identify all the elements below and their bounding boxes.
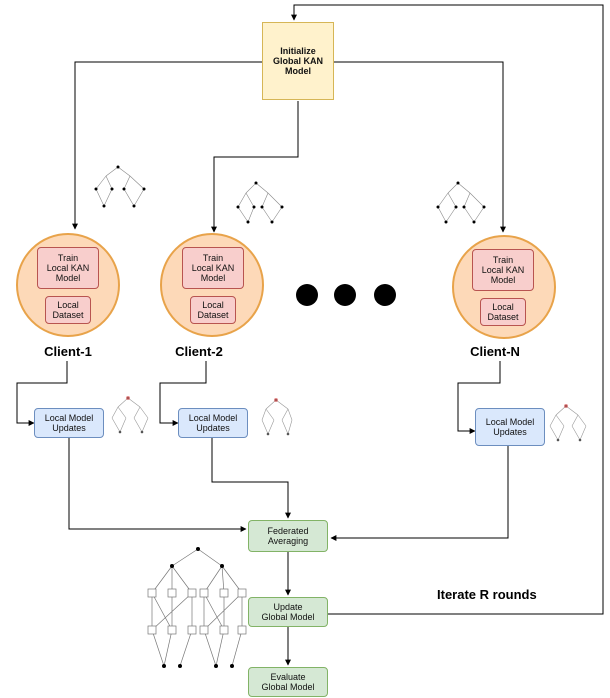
- arrow-client-2-updates: [159, 361, 207, 426]
- arrow-updates-n-fedavg: [330, 446, 509, 541]
- ellipsis-dot-3: [374, 284, 396, 306]
- client-n-dataset-box: Local Dataset: [480, 298, 526, 326]
- arrow-init-client-n: [334, 61, 506, 233]
- ellipsis-dot-1: [296, 284, 318, 306]
- arrow-updates-1-fedavg: [68, 438, 247, 532]
- client-2-label: Client-2: [175, 344, 223, 359]
- update-global-model-box: Update Global Model: [248, 597, 328, 627]
- client-1-label: Client-1: [44, 344, 92, 359]
- client-2-local-updates: Local Model Updates: [178, 408, 248, 438]
- kan-network-icon-2: [236, 181, 284, 224]
- kan-network-icon-1: [94, 165, 146, 208]
- federated-averaging-box: Federated Averaging: [248, 520, 328, 552]
- global-kan-network-icon: [147, 547, 247, 668]
- client-1-local-updates: Local Model Updates: [34, 408, 104, 438]
- arrow-client-1-updates: [16, 361, 68, 426]
- client-1-train-box: Train Local KAN Model: [37, 247, 99, 289]
- arrow-updates-2-fedavg: [211, 438, 291, 519]
- client-2-dataset-box: Local Dataset: [190, 296, 236, 324]
- arrow-client-n-updates: [457, 361, 501, 434]
- client-1-dataset-box: Local Dataset: [45, 296, 91, 324]
- initialize-global-model: Initialize Global KAN Model: [262, 22, 334, 100]
- arrow-iterate-loop: [291, 4, 604, 615]
- arrow-init-client-2: [211, 101, 299, 233]
- arrow-init-client-1: [72, 61, 262, 230]
- evaluate-global-model-box: Evaluate Global Model: [248, 667, 328, 697]
- iterate-rounds-label: Iterate R rounds: [437, 587, 537, 602]
- ellipsis-dot-2: [334, 284, 356, 306]
- client-n-label: Client-N: [470, 344, 520, 359]
- client-n-local-updates: Local Model Updates: [475, 408, 545, 446]
- kan-network-icon-n: [436, 181, 486, 224]
- client-n-train-box: Train Local KAN Model: [472, 249, 534, 291]
- client-2-train-box: Train Local KAN Model: [182, 247, 244, 289]
- update-network-icon-2: [261, 398, 293, 436]
- update-network-icon-1: [111, 396, 149, 434]
- update-network-icon-n: [549, 404, 587, 442]
